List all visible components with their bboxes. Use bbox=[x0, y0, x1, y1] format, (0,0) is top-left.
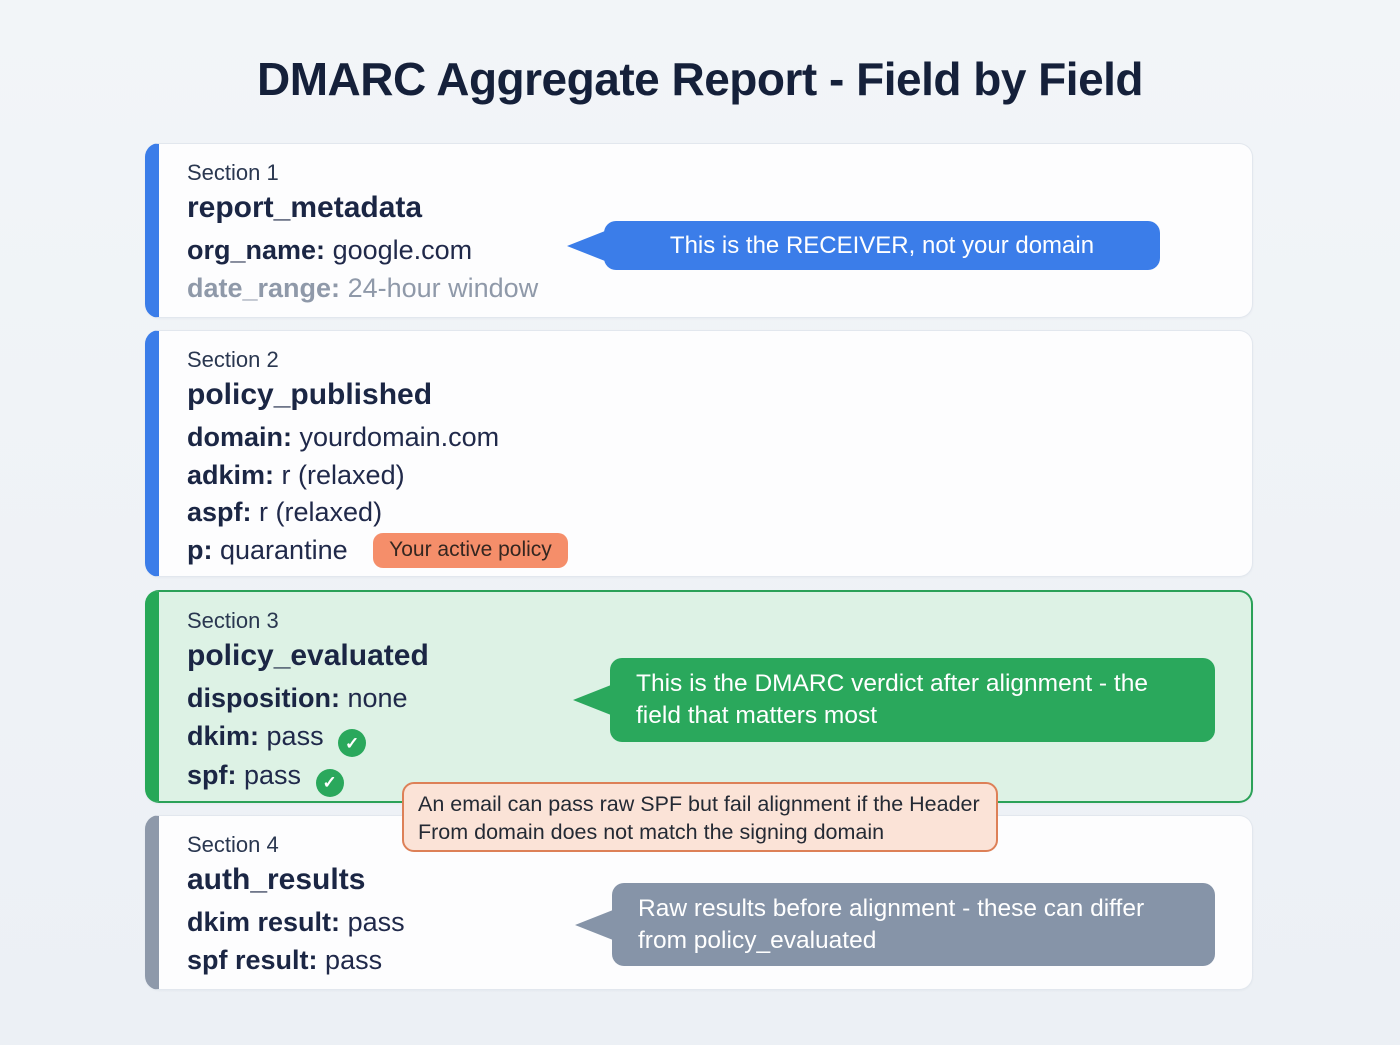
field-label: disposition: bbox=[187, 683, 340, 713]
field-label: dkim result: bbox=[187, 907, 341, 937]
callout-receiver: This is the RECEIVER, not your domain bbox=[604, 221, 1160, 270]
field-value: none bbox=[347, 683, 408, 713]
section-label: Section 3 bbox=[187, 608, 279, 633]
field-value: r (relaxed) bbox=[281, 459, 405, 490]
field-label: spf result: bbox=[187, 944, 318, 975]
field-value: quarantine bbox=[220, 534, 348, 565]
field-label: org_name: bbox=[187, 235, 326, 265]
field-row-spf: spf: pass ✓ bbox=[187, 757, 1251, 797]
field-label: spf: bbox=[187, 760, 237, 791]
section-label: Section 1 bbox=[187, 160, 279, 185]
field-row-org-name: org_name: google.com bbox=[187, 232, 1252, 270]
field-row-domain: domain: yourdomain.com bbox=[187, 419, 1252, 457]
field-row-dkim-result: dkim result: pass bbox=[187, 904, 1252, 942]
field-value: 24-hour window bbox=[347, 272, 539, 303]
field-label: domain: bbox=[187, 422, 292, 452]
field-row-date-range: date_range: 24-hour window bbox=[187, 270, 1252, 308]
section-label: Section 2 bbox=[187, 347, 279, 372]
field-value: pass bbox=[244, 760, 302, 791]
field-row-disposition: disposition: none bbox=[187, 680, 1251, 718]
field-value: yourdomain.com bbox=[299, 422, 500, 452]
callout-verdict-text: This is the DMARC verdict after alignmen… bbox=[636, 670, 1148, 729]
section-title: auth_results bbox=[187, 863, 366, 896]
check-circle-icon: ✓ bbox=[315, 769, 344, 797]
field-row-adkim: adkim: r (relaxed) bbox=[187, 457, 1252, 495]
callout-raw-results-text: Raw results before alignment - these can… bbox=[638, 894, 1145, 954]
check-circle-icon: ✓ bbox=[338, 729, 367, 758]
section-title: report_metadata bbox=[187, 191, 423, 224]
field-row-dkim: dkim: pass ✓ bbox=[187, 718, 1251, 758]
callout-receiver-text: This is the RECEIVER, not your domain bbox=[669, 231, 1095, 259]
field-label: aspf: bbox=[187, 497, 252, 527]
section-label: Section 4 bbox=[187, 832, 279, 857]
field-label: dkim: bbox=[187, 720, 260, 751]
field-value: pass bbox=[266, 720, 324, 751]
section-title: policy_published bbox=[187, 378, 433, 411]
field-row-spf-result: spf result: pass bbox=[187, 942, 1252, 980]
note-alignment-warning: An email can pass raw SPF but fail align… bbox=[402, 782, 998, 852]
field-value: r (relaxed) bbox=[259, 497, 383, 527]
section-title: policy_evaluated bbox=[187, 639, 429, 672]
callout-verdict: This is the DMARC verdict after alignmen… bbox=[610, 658, 1215, 742]
field-value: pass bbox=[325, 944, 383, 975]
callout-raw-results: Raw results before alignment - these can… bbox=[612, 883, 1215, 966]
field-label: p: bbox=[187, 534, 213, 565]
field-label: date_range: bbox=[187, 272, 341, 303]
field-row-aspf: aspf: r (relaxed) bbox=[187, 494, 1252, 532]
field-value: google.com bbox=[332, 235, 473, 265]
field-value: pass bbox=[347, 907, 405, 937]
badge-active-policy: Your active policy bbox=[373, 532, 568, 568]
field-label: adkim: bbox=[187, 459, 275, 490]
page-title: DMARC Aggregate Report - Field by Field bbox=[256, 53, 1144, 105]
field-row-policy: p: quarantine Your active policy bbox=[187, 532, 1252, 570]
section-card-policy-published: Section 2 policy_published domain: yourd… bbox=[145, 330, 1253, 577]
